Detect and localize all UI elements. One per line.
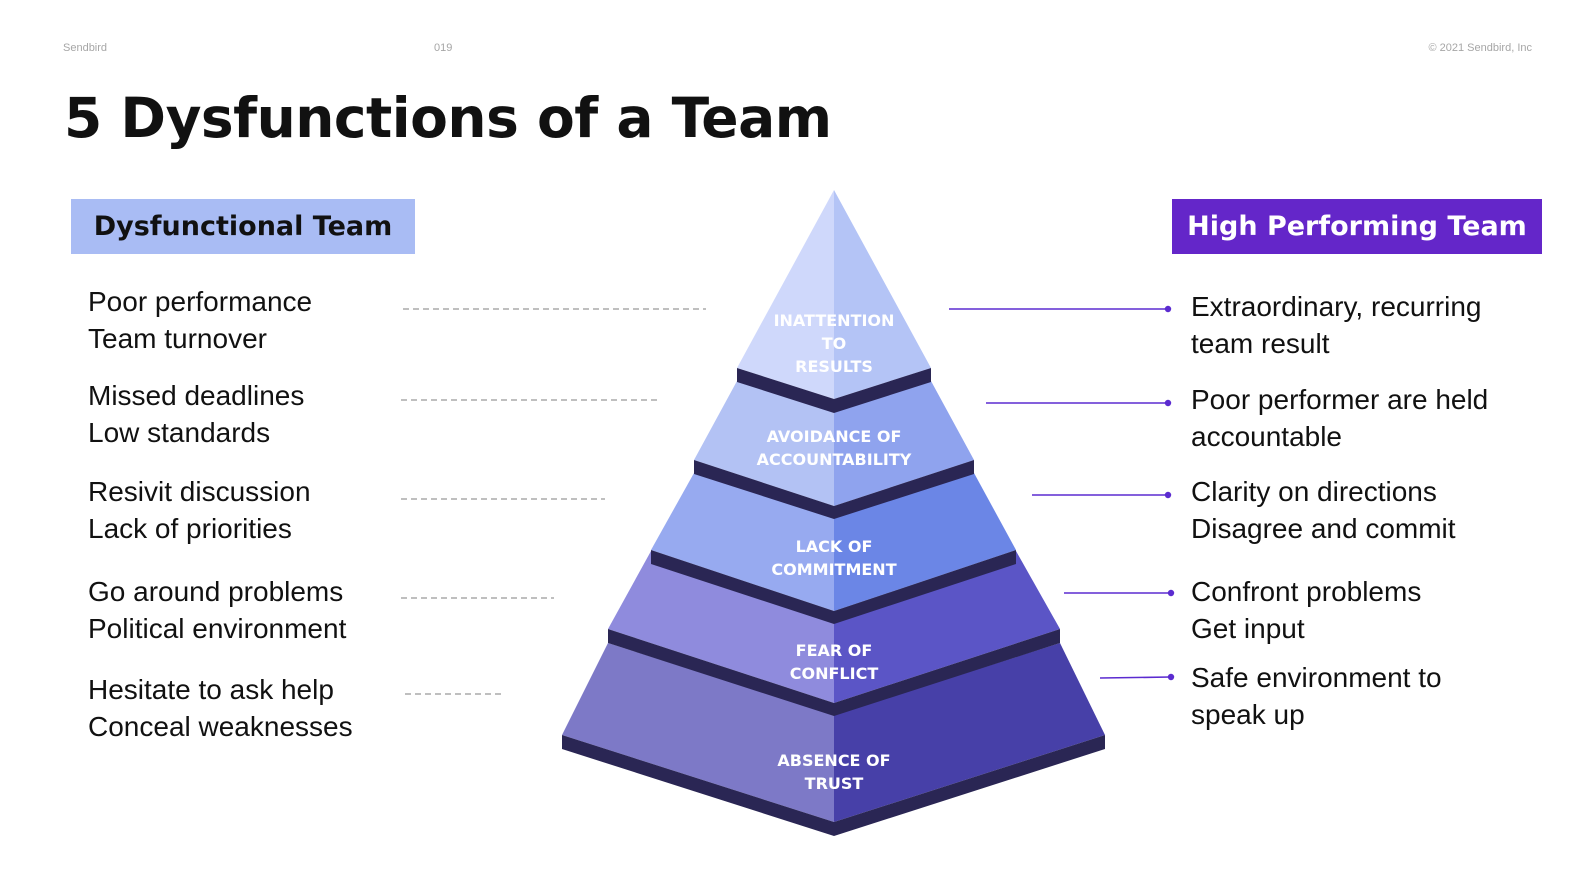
layer-label: COMMITMENT — [771, 560, 896, 579]
dysfunction-item: Go around problems Political environment — [88, 573, 346, 647]
connector-dot — [1164, 399, 1172, 407]
item-line: Safe environment to — [1191, 662, 1442, 693]
copyright-label: © 2021 Sendbird, Inc — [1428, 42, 1532, 54]
layer-label: AVOIDANCE OF — [767, 427, 902, 446]
layer-label: LACK OF — [796, 537, 873, 556]
layer-left-face — [608, 551, 834, 703]
layer-label: RESULTS — [795, 357, 873, 376]
layer-edge — [834, 550, 1016, 624]
pyramid-layer-avoidance-of-accountability: AVOIDANCE OF ACCOUNTABILITY — [694, 381, 974, 519]
dysfunction-item: Missed deadlines Low standards — [88, 377, 304, 451]
layer-edge — [834, 460, 974, 519]
item-line: Lack of priorities — [88, 513, 292, 544]
item-line: Extraordinary, recurring — [1191, 291, 1482, 322]
page-title: 5 Dysfunctions of a Team — [64, 86, 832, 150]
item-line: speak up — [1191, 699, 1305, 730]
item-line: Resivit discussion — [88, 476, 311, 507]
item-line: Low standards — [88, 417, 271, 448]
high-performing-team-header: High Performing Team — [1172, 199, 1542, 254]
item-line: Conceal weaknesses — [88, 711, 353, 742]
dysfunction-item: Resivit discussion Lack of priorities — [88, 473, 311, 547]
item-line: Missed deadlines — [88, 380, 305, 411]
item-line: Poor performer are held — [1191, 384, 1489, 415]
item-line: Hesitate to ask help — [88, 674, 334, 705]
high-performing-item: Clarity on directions Disagree and commi… — [1191, 473, 1456, 547]
layer-right-face — [834, 381, 974, 506]
layer-label: CONFLICT — [790, 664, 879, 683]
high-performing-item: Safe environment to speak up — [1191, 659, 1442, 733]
item-line: Disagree and commit — [1191, 513, 1456, 544]
pyramid-layer-fear-of-conflict: FEAR OF CONFLICT — [608, 551, 1060, 716]
item-line: team result — [1191, 328, 1330, 359]
layer-label: ABSENCE OF — [777, 751, 890, 770]
item-line: Go around problems — [88, 576, 344, 607]
pyramid-layer-lack-of-commitment: LACK OF COMMITMENT — [651, 473, 1016, 624]
item-line: Clarity on directions — [1191, 476, 1437, 507]
item-line: Poor performance — [88, 286, 313, 317]
layer-left-face — [694, 381, 834, 506]
connector-dot — [1167, 589, 1175, 597]
page-number: 019 — [434, 42, 453, 54]
layer-edge — [651, 550, 834, 624]
high-performing-item: Confront problems Get input — [1191, 573, 1421, 647]
layer-label: FEAR OF — [796, 641, 873, 660]
layer-edge — [562, 735, 834, 836]
layer-edge — [694, 460, 834, 519]
right-connectors — [949, 305, 1175, 681]
layer-left-face — [737, 190, 834, 399]
item-line: Political environment — [88, 613, 347, 644]
dysfunction-item: Hesitate to ask help Conceal weaknesses — [88, 671, 353, 745]
layer-label: TO — [822, 334, 847, 353]
layer-label: ACCOUNTABILITY — [757, 450, 912, 469]
layer-edge — [834, 368, 931, 413]
layer-right-face — [834, 190, 931, 399]
high-performing-item: Extraordinary, recurring team result — [1191, 288, 1481, 362]
dysfunctional-team-header: Dysfunctional Team — [71, 199, 415, 254]
layer-left-face — [651, 473, 834, 611]
dysfunction-item: Poor performance Team turnover — [88, 283, 312, 357]
item-line: accountable — [1191, 421, 1343, 452]
connector-dot — [1164, 491, 1172, 499]
high-performing-item: Poor performer are held accountable — [1191, 381, 1488, 455]
layer-edge — [608, 629, 834, 716]
layer-edge — [737, 368, 834, 413]
item-line: Get input — [1191, 613, 1305, 644]
layer-edge — [834, 735, 1105, 836]
layer-label: INATTENTION — [774, 311, 895, 330]
layer-right-face — [834, 643, 1105, 822]
layer-left-face — [562, 643, 834, 822]
item-line: Team turnover — [88, 323, 267, 354]
pyramid-layer-absence-of-trust: ABSENCE OF TRUST — [562, 643, 1105, 836]
layer-right-face — [834, 473, 1016, 611]
solid-connector — [1099, 676, 1172, 679]
connector-dot — [1167, 673, 1175, 681]
layer-label: TRUST — [805, 774, 864, 793]
left-connectors — [401, 308, 706, 695]
layer-right-face — [834, 551, 1060, 703]
pyramid-layer-inattention-to-results: INATTENTION TO RESULTS — [737, 190, 931, 413]
connector-dot — [1164, 305, 1172, 313]
item-line: Confront problems — [1191, 576, 1422, 607]
brand-label: Sendbird — [63, 42, 108, 54]
layer-edge — [834, 629, 1060, 716]
